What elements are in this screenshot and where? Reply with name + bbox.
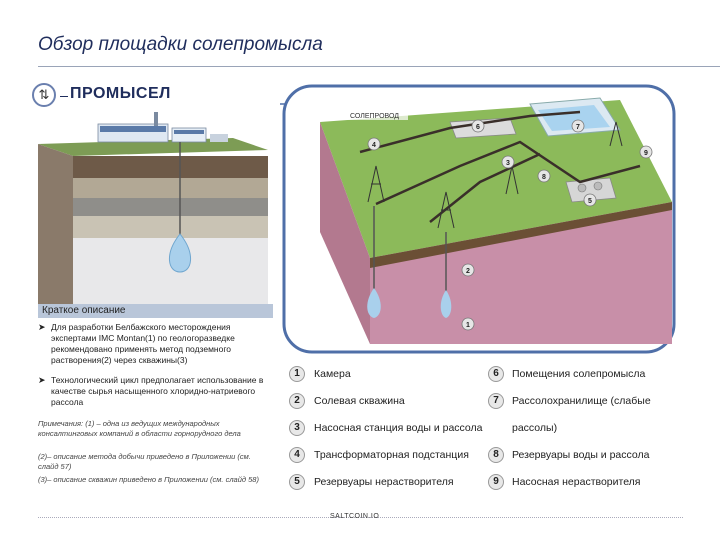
pipeline bbox=[359, 110, 581, 154]
salt-layer bbox=[73, 238, 268, 308]
marker-5 bbox=[583, 193, 597, 207]
clay-layer bbox=[73, 198, 268, 216]
legend-number: 4 bbox=[289, 447, 305, 463]
marker-6 bbox=[471, 119, 485, 133]
geology-cross-section bbox=[38, 112, 268, 308]
marker-8-label: 8 bbox=[542, 174, 546, 181]
marker-2 bbox=[461, 263, 475, 277]
marker-3 bbox=[501, 155, 515, 169]
marker-9 bbox=[639, 145, 653, 159]
marker-4 bbox=[367, 137, 381, 151]
tank-pad bbox=[565, 177, 617, 203]
marker-8 bbox=[537, 169, 551, 183]
legend-number: 6 bbox=[488, 366, 504, 382]
marker-5-label: 5 bbox=[588, 198, 592, 205]
marker-7-label: 7 bbox=[576, 124, 580, 131]
marker-2-label: 2 bbox=[466, 268, 470, 275]
up-down-arrows-icon: ⇅ bbox=[32, 83, 56, 107]
pipe-label: СОЛЕПРОВОД bbox=[350, 113, 399, 120]
marker-3-label: 3 bbox=[506, 160, 510, 167]
arrow-bullet-icon: ➤ bbox=[38, 322, 46, 332]
block-side bbox=[38, 144, 73, 308]
legend-number: 1 bbox=[289, 366, 305, 382]
brine-cavern bbox=[169, 233, 191, 273]
legend-label: Насосная нерастворителя bbox=[512, 476, 641, 488]
footnote: (3)– описание скважин приведено в Прилож… bbox=[38, 475, 259, 484]
tank bbox=[593, 181, 603, 191]
legend-label: Насосная станция воды и рассола bbox=[314, 422, 483, 434]
legend-label: Рассолохранилище (слабые bbox=[512, 395, 651, 407]
legend-label: Камера bbox=[314, 368, 351, 380]
legend-label: Солевая скважина bbox=[314, 395, 405, 407]
bullet-item: ➤ Технологический цикл предполагает испо… bbox=[38, 375, 270, 408]
brine-cavern bbox=[440, 290, 452, 318]
brief-header: Краткое описание bbox=[38, 304, 273, 318]
tank bbox=[577, 183, 587, 193]
legend-label: рассолы) bbox=[512, 422, 558, 434]
sand-layer bbox=[73, 178, 268, 198]
page-title: Обзор площадки солепромысла bbox=[38, 34, 323, 55]
legend-label: Резервуары воды и рассола bbox=[512, 449, 650, 461]
legend-label: Помещения солепромысла bbox=[512, 368, 646, 380]
legend-number: 8 bbox=[488, 447, 504, 463]
marker-4-label: 4 bbox=[372, 142, 376, 149]
plant-buildings bbox=[97, 112, 228, 143]
marker-6-label: 6 bbox=[476, 124, 480, 131]
legend-number: 9 bbox=[488, 474, 504, 490]
ground-surface bbox=[38, 138, 268, 156]
heading-connector bbox=[60, 96, 68, 97]
pipe-label-bg bbox=[344, 110, 408, 120]
arrow-bullet-icon: ➤ bbox=[38, 375, 46, 385]
footer-divider bbox=[38, 517, 683, 518]
brine-cavern bbox=[367, 288, 381, 318]
subsurface-side bbox=[320, 122, 370, 344]
title-divider bbox=[38, 66, 720, 67]
field-illustration: СОЛЕПРОВОД 1 2 3 4 5 6 7 8 9 bbox=[280, 84, 676, 354]
legend-label: Трансформаторная подстанция bbox=[314, 449, 469, 461]
brine-pond-water bbox=[538, 105, 610, 131]
pipeline bbox=[429, 152, 541, 223]
legend-number: 5 bbox=[289, 474, 305, 490]
pipeline bbox=[375, 140, 641, 206]
soil-layer bbox=[73, 156, 268, 178]
bullet-text: Для разработки Белбажского месторождения… bbox=[51, 322, 235, 365]
legend-number: 3 bbox=[289, 420, 305, 436]
bullet-text: Технологический цикл предполагает исполь… bbox=[51, 375, 264, 407]
legend-label: Резервуары нерастворителя bbox=[314, 476, 454, 488]
marker-1-label: 1 bbox=[466, 322, 470, 329]
marker-7 bbox=[571, 119, 585, 133]
bullet-item: ➤ Для разработки Белбажского месторожден… bbox=[38, 322, 270, 366]
footer-source: SALTCOIN.IO bbox=[330, 513, 380, 520]
marker-9-label: 9 bbox=[644, 150, 648, 157]
marker-1 bbox=[461, 317, 475, 331]
legend-number: 2 bbox=[289, 393, 305, 409]
legend-number: 7 bbox=[488, 393, 504, 409]
footnote: Примечания: (1) – одна из ведущих междун… bbox=[38, 419, 241, 438]
rock-layer bbox=[73, 216, 268, 238]
footnote: (2)– описание метода добычи приведено в … bbox=[38, 452, 251, 471]
section-heading: ПРОМЫСЕЛ bbox=[70, 85, 171, 102]
